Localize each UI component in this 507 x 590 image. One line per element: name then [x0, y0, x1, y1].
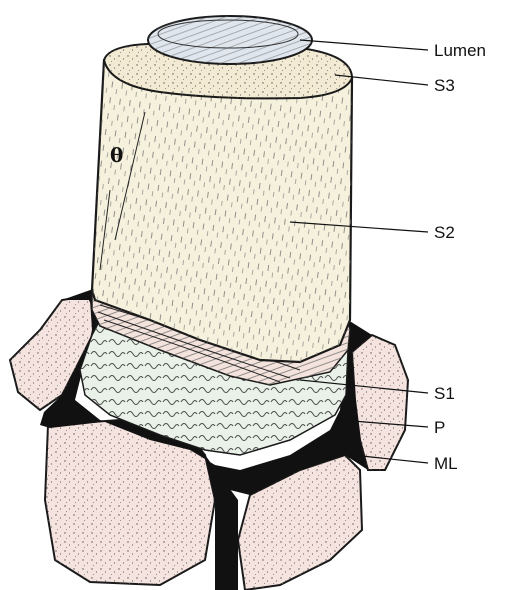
leader-line-lumen — [300, 40, 428, 50]
label-s1: S1 — [434, 384, 455, 403]
lumen — [148, 16, 312, 64]
label-s3: S3 — [434, 76, 455, 95]
label-ml: ML — [434, 454, 458, 473]
label-p: P — [434, 418, 445, 437]
label-lumen: Lumen — [434, 41, 486, 60]
label-theta: θ — [110, 143, 123, 167]
label-s2: S2 — [434, 223, 455, 242]
